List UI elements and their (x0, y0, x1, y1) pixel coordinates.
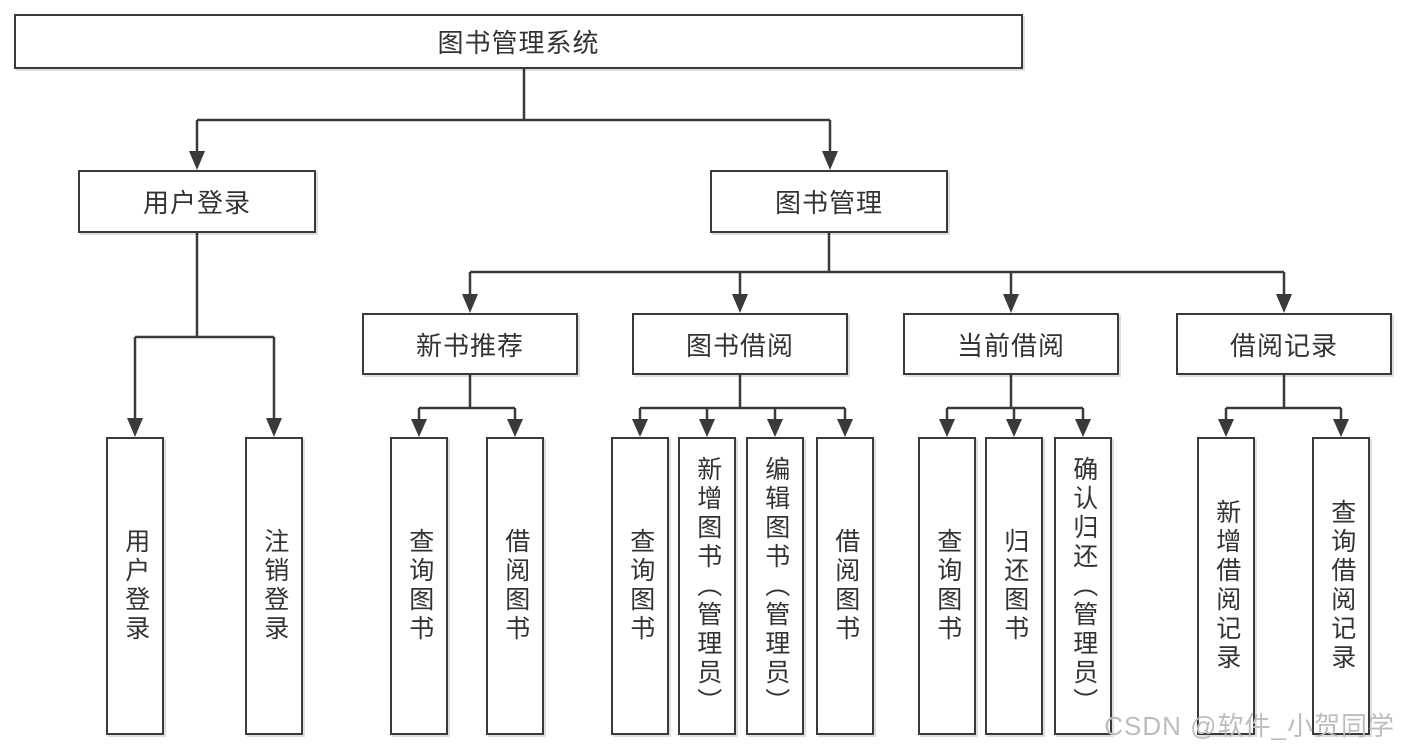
leaf-logout: 注销登录 (245, 437, 303, 735)
node-label: 查询图书 (933, 528, 962, 644)
leaf-edit-books-admin: 编辑图书（管理员） (746, 437, 804, 735)
node-label: 图书管理 (774, 188, 883, 218)
node-label: 新增借阅记录 (1212, 499, 1241, 673)
arrowheads (127, 151, 1349, 437)
edges-book-borrow (638, 375, 847, 422)
leaf-query-books-current: 查询图书 (918, 437, 976, 735)
node-label: 借阅记录 (1229, 330, 1338, 361)
arrow-down-icon (411, 419, 427, 437)
leaf-add-borrow-record: 新增借阅记录 (1197, 437, 1255, 735)
node-label: 借阅图书 (501, 528, 530, 644)
edges-book-management (468, 233, 1286, 296)
node-label: 确认归还（管理员） (1069, 455, 1098, 717)
edges-borrow-record (1224, 375, 1343, 422)
edges-root (195, 69, 832, 153)
node-book-management: 图书管理 (710, 170, 948, 233)
arrow-down-icon (822, 151, 838, 170)
node-new-book-recommend: 新书推荐 (362, 313, 578, 375)
node-label: 用户登录 (142, 188, 251, 218)
node-user-login: 用户登录 (78, 170, 316, 233)
arrow-down-icon (462, 294, 478, 313)
leaf-confirm-return-admin: 确认归还（管理员） (1054, 437, 1112, 735)
node-book-borrow: 图书借阅 (632, 313, 848, 375)
node-label: 图书管理系统 (437, 28, 600, 58)
arrow-down-icon (767, 419, 783, 437)
arrow-down-icon (732, 294, 748, 313)
leaf-borrow-books-recommend: 借阅图书 (486, 437, 544, 735)
leaf-query-borrow-record: 查询借阅记录 (1312, 437, 1370, 735)
csdn-watermark: CSDN @软件_小贺同学 (1104, 711, 1395, 741)
arrow-down-icon (1003, 294, 1019, 313)
node-borrow-record: 借阅记录 (1176, 313, 1392, 375)
node-label: 用户登录 (121, 528, 150, 644)
arrow-down-icon (1276, 294, 1292, 313)
arrow-down-icon (1075, 419, 1091, 437)
arrow-down-icon (1333, 419, 1349, 437)
node-label: 当前借阅 (956, 330, 1065, 361)
node-label: 新书推荐 (415, 330, 524, 361)
leaf-query-books-recommend: 查询图书 (390, 437, 448, 735)
arrow-down-icon (939, 419, 955, 437)
node-label: 查询借阅记录 (1327, 499, 1356, 673)
arrow-down-icon (632, 419, 648, 437)
arrow-down-icon (189, 151, 205, 170)
node-label: 查询图书 (405, 528, 434, 644)
node-current-borrow: 当前借阅 (903, 313, 1119, 375)
edges-new-book-rec (417, 375, 517, 422)
arrow-down-icon (266, 418, 282, 437)
arrow-down-icon (1218, 419, 1234, 437)
edges-current-borrow (945, 375, 1085, 422)
leaf-return-books: 归还图书 (985, 437, 1043, 735)
edges-user-login (133, 233, 276, 420)
node-label: 借阅图书 (831, 528, 860, 644)
node-label: 图书借阅 (685, 330, 794, 361)
leaf-add-books-admin: 新增图书（管理员） (678, 437, 736, 735)
node-label: 新增图书（管理员） (693, 455, 722, 717)
leaf-borrow-books: 借阅图书 (816, 437, 874, 735)
leaf-user-login: 用户登录 (106, 437, 164, 735)
leaf-query-books-borrow: 查询图书 (611, 437, 669, 735)
node-root-system: 图书管理系统 (14, 14, 1023, 69)
node-label: 注销登录 (260, 528, 289, 644)
node-label: 归还图书 (1000, 528, 1029, 644)
arrow-down-icon (127, 418, 143, 437)
node-label: 编辑图书（管理员） (761, 455, 790, 717)
arrow-down-icon (699, 419, 715, 437)
node-label: 查询图书 (626, 528, 655, 644)
arrow-down-icon (837, 419, 853, 437)
arrow-down-icon (1006, 419, 1022, 437)
arrow-down-icon (507, 419, 523, 437)
